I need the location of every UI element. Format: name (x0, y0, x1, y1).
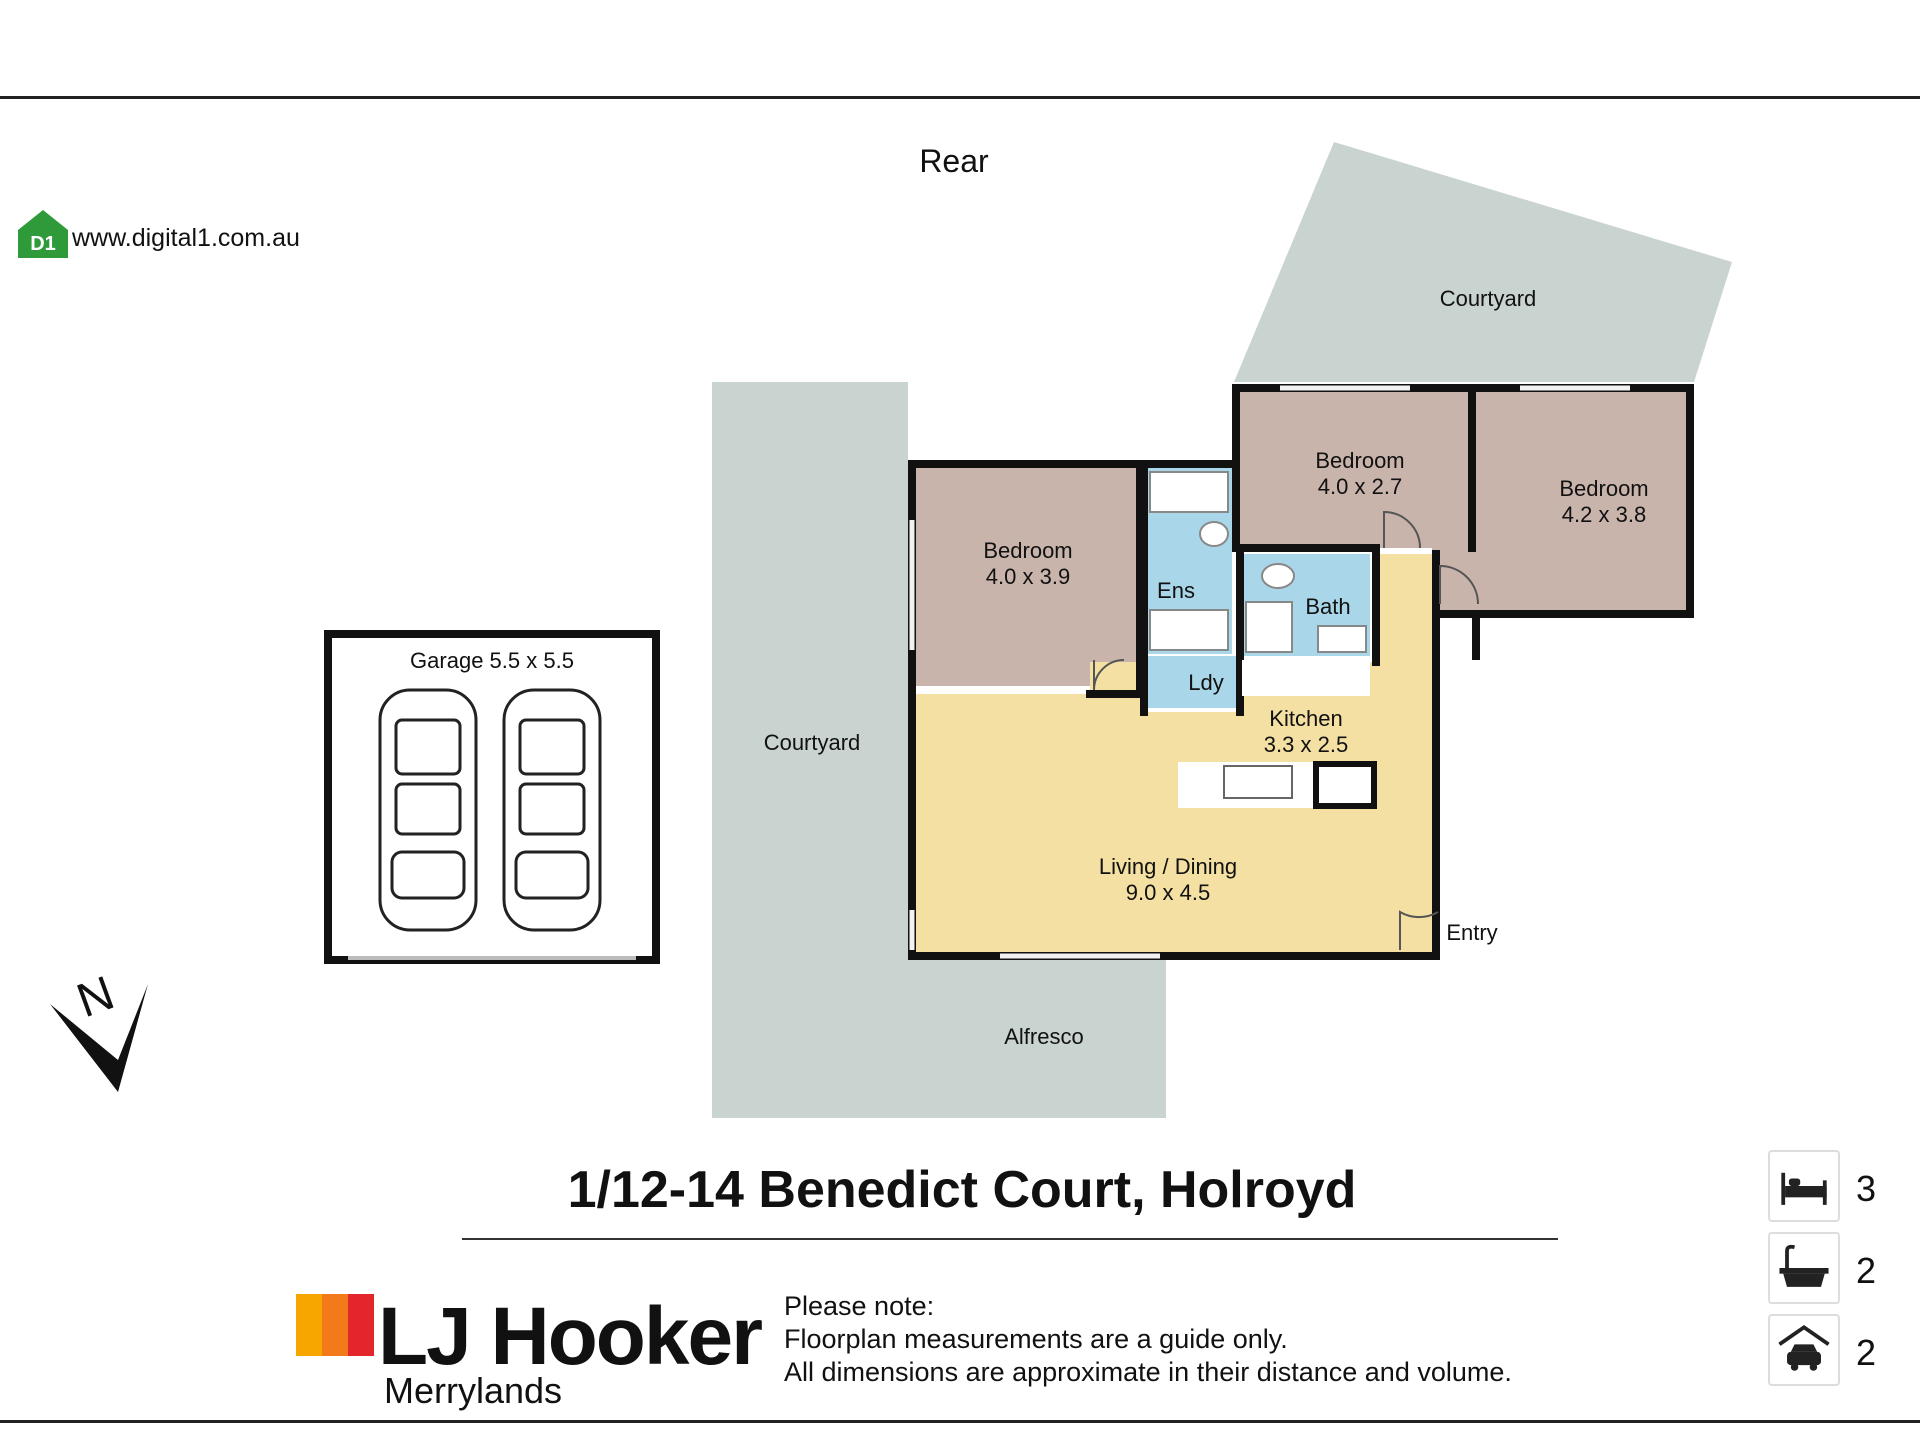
bath-label: Bath (1305, 594, 1350, 619)
alfresco-area (908, 956, 1166, 1118)
garage-label: Garage 5.5 x 5.5 (410, 648, 574, 673)
bedroom-count: 3 (1856, 1168, 1877, 1209)
living-size: 9.0 x 4.5 (1126, 880, 1210, 905)
bed-icon (1768, 1150, 1840, 1222)
kitchen-cooktop (1313, 761, 1377, 809)
svg-text:N: N (70, 967, 121, 1029)
laundry-label: Ldy (1188, 670, 1223, 695)
disclaimer-line1: Floorplan measurements are a guide only. (784, 1324, 1288, 1354)
top-divider (0, 96, 1920, 99)
courtyard-top-area (1234, 142, 1732, 382)
disclaimer: Please note: Floorplan measurements are … (784, 1290, 1512, 1389)
living-name: Living / Dining (1099, 854, 1237, 879)
bedroom1-name: Bedroom (983, 538, 1072, 563)
bath-icon (1768, 1232, 1840, 1304)
car-icon (1768, 1314, 1840, 1386)
courtyard-left-area (712, 382, 908, 1118)
living-area (912, 554, 1436, 956)
photographer-website[interactable]: www.digital1.com.au (72, 224, 300, 252)
garage-walls (324, 630, 660, 964)
svg-text:D1: D1 (30, 233, 56, 255)
kitchen-bench (1242, 660, 1370, 696)
agency-name: LJ Hooker (378, 1291, 763, 1382)
bedroom2-size: 4.0 x 2.7 (1318, 474, 1402, 499)
bedroom3-name: Bedroom (1559, 476, 1648, 501)
agency-office: Merrylands (384, 1370, 563, 1411)
car-left (378, 688, 478, 932)
ensuite-label: Ens (1157, 578, 1195, 603)
alfresco-label: Alfresco (1004, 1024, 1083, 1049)
kitchen-size: 3.3 x 2.5 (1264, 732, 1348, 757)
kitchen-sink (1223, 765, 1293, 799)
disclaimer-title: Please note: (784, 1291, 935, 1321)
garage-count: 2 (1856, 1332, 1877, 1373)
rear-label: Rear (919, 143, 989, 179)
courtyard-top-label: Courtyard (1440, 286, 1537, 311)
bedroom1-area (912, 464, 1140, 686)
address-divider (462, 1238, 1558, 1240)
property-address: 1/12-14 Benedict Court, Holroyd (567, 1161, 1357, 1219)
car-right (502, 688, 602, 932)
entry-label: Entry (1446, 920, 1497, 945)
bedroom3-size: 4.2 x 3.8 (1562, 502, 1646, 527)
digital1-logo-icon: D1 (18, 210, 68, 258)
bathroom-count: 2 (1856, 1250, 1877, 1291)
bedroom2-name: Bedroom (1315, 448, 1404, 473)
bedroom1-size: 4.0 x 3.9 (986, 564, 1070, 589)
laundry-area (1144, 656, 1236, 708)
disclaimer-line2: All dimensions are approximate in their … (784, 1357, 1512, 1387)
courtyard-left-label: Courtyard (764, 730, 861, 755)
kitchen-name: Kitchen (1269, 706, 1342, 731)
lj-hooker-logo-icon (296, 1294, 374, 1356)
north-arrow-icon: N (50, 967, 148, 1092)
bottom-divider (0, 1420, 1920, 1423)
